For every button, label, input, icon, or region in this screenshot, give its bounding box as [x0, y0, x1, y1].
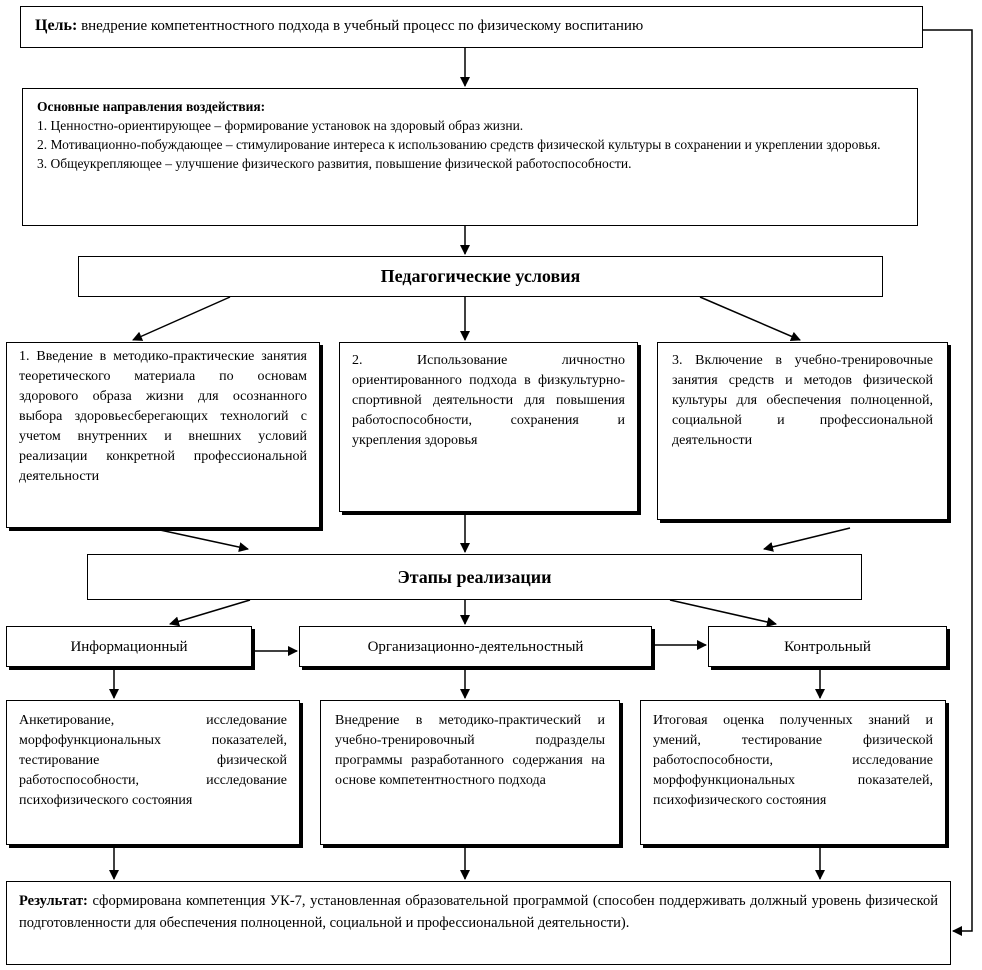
condition-3-text: 3. Включение в учебно-тренировочные заня… — [672, 353, 933, 448]
stage-2-name: Организационно-деятельностный — [367, 638, 584, 655]
condition-box-3: 3. Включение в учебно-тренировочные заня… — [657, 342, 948, 520]
directions-item-3: 3. Общеукрепляющее – улучшение физическо… — [37, 156, 632, 171]
stage-detail-1-text: Анкетирование, исследование морфофункцио… — [19, 713, 287, 808]
result-box: Результат: сформирована компетенция УК-7… — [6, 881, 951, 965]
arrow-stages-to-stage3 — [669, 599, 777, 627]
condition-2-text: 2. Использование личностно ориентированн… — [352, 353, 625, 448]
stage-control: Контрольный — [708, 626, 947, 667]
directions-item-1: 1. Ценностно-ориентирующее – формировани… — [37, 118, 524, 133]
directions-box: Основные направления воздействия: 1. Цен… — [22, 88, 918, 226]
stage-3-name: Контрольный — [784, 638, 871, 655]
goal-label: Цель: — [35, 17, 78, 34]
stage-detail-2: Внедрение в методико-практический и учеб… — [320, 700, 620, 845]
directions-title: Основные направления воздействия: — [37, 99, 266, 114]
stage-informational: Информационный — [6, 626, 252, 667]
result-text: сформирована компетенция УК-7, установле… — [19, 893, 938, 931]
directions-item-2: 2. Мотивационно-побуждающее – стимулиров… — [37, 137, 881, 152]
condition-1-text: 1. Введение в методико-практические заня… — [19, 349, 307, 484]
goal-box: Цель: внедрение компетентностного подход… — [20, 6, 923, 48]
arrow-box1-to-stages — [159, 529, 249, 552]
stage-1-name: Информационный — [70, 638, 188, 655]
arrow-conditions-to-box3 — [699, 296, 801, 342]
condition-box-2: 2. Использование личностно ориентированн… — [339, 342, 638, 512]
arrow-box3-to-stages — [763, 527, 851, 552]
condition-box-1: 1. Введение в методико-практические заня… — [6, 342, 320, 528]
stages-title: Этапы реализации — [397, 566, 552, 587]
arrow-conditions-to-box1 — [132, 296, 231, 341]
stage-detail-3-text: Итоговая оценка полученных знаний и умен… — [653, 713, 933, 808]
conditions-title-box: Педагогические условия — [78, 256, 883, 297]
stages-title-box: Этапы реализации — [87, 554, 862, 600]
stage-detail-3: Итоговая оценка полученных знаний и умен… — [640, 700, 946, 845]
goal-text: внедрение компетентностного подхода в уч… — [81, 18, 644, 34]
arrow-goal-to-result-side — [923, 29, 973, 936]
stage-organizational: Организационно-деятельностный — [299, 626, 652, 667]
conditions-title: Педагогические условия — [380, 266, 581, 286]
result-label: Результат: — [19, 893, 88, 909]
stage-detail-2-text: Внедрение в методико-практический и учеб… — [335, 713, 605, 788]
arrow-stages-to-stage1 — [169, 599, 251, 627]
stage-detail-1: Анкетирование, исследование морфофункцио… — [6, 700, 300, 845]
